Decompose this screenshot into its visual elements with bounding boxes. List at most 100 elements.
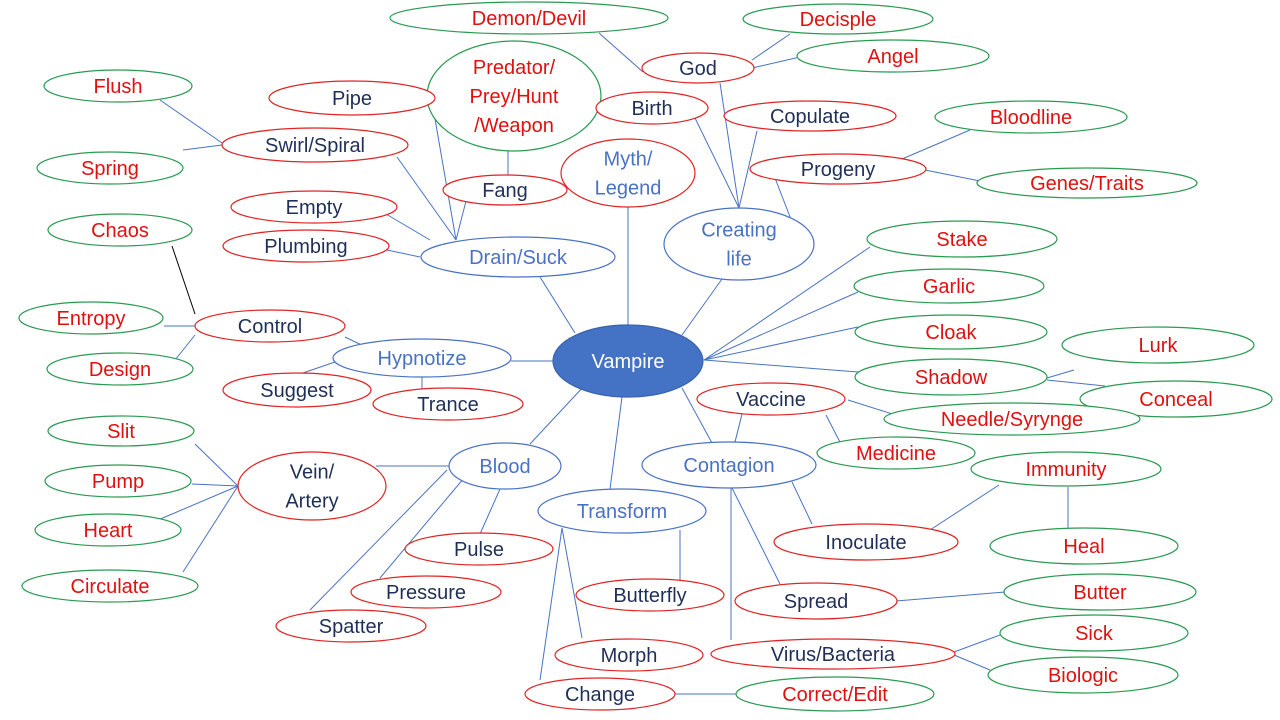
node-god[interactable]: God — [641, 52, 755, 84]
node-label: Butterfly — [613, 585, 686, 607]
node-ellipse — [749, 153, 927, 185]
node-ellipse — [989, 527, 1179, 565]
node-spatter[interactable]: Spatter — [275, 609, 427, 643]
node-bloodline[interactable]: Bloodline — [934, 100, 1128, 134]
node-label: Decisple — [800, 9, 877, 31]
node-heal[interactable]: Heal — [989, 527, 1179, 565]
node-vampire[interactable]: Vampire — [552, 324, 704, 398]
node-label: Creating — [701, 220, 777, 242]
node-label: Slit — [107, 421, 135, 443]
node-swirl[interactable]: Swirl/Spiral — [221, 127, 409, 163]
node-immunity[interactable]: Immunity — [970, 451, 1162, 487]
node-label: Vein/ — [290, 462, 335, 484]
node-pump[interactable]: Pump — [44, 464, 192, 498]
node-conceal[interactable]: Conceal — [1079, 380, 1273, 418]
node-label: Bloodline — [990, 107, 1072, 129]
node-ellipse — [230, 190, 398, 224]
node-entropy[interactable]: Entropy — [18, 301, 164, 335]
connector-line — [609, 396, 623, 490]
node-pulse[interactable]: Pulse — [404, 532, 554, 566]
node-ellipse — [773, 523, 959, 561]
connector-line — [182, 485, 239, 573]
node-stake[interactable]: Stake — [866, 220, 1058, 258]
node-ellipse — [735, 676, 935, 712]
node-drain[interactable]: Drain/Suck — [420, 236, 616, 278]
node-correct[interactable]: Correct/Edit — [735, 676, 935, 712]
node-morph[interactable]: Morph — [554, 638, 704, 672]
connector-line — [379, 477, 465, 579]
node-ellipse — [866, 220, 1058, 258]
node-flush[interactable]: Flush — [43, 69, 193, 103]
connector-line — [703, 359, 859, 373]
node-transform[interactable]: Transform — [537, 488, 707, 534]
node-demon[interactable]: Demon/Devil — [389, 1, 669, 35]
node-ellipse — [723, 100, 897, 132]
node-ellipse — [696, 382, 846, 416]
node-vaccine[interactable]: Vaccine — [696, 382, 846, 416]
node-butter[interactable]: Butter — [1003, 573, 1197, 611]
node-vein[interactable]: Vein/Artery — [237, 451, 387, 521]
node-inoculate[interactable]: Inoculate — [773, 523, 959, 561]
node-empty[interactable]: Empty — [230, 190, 398, 224]
node-angel[interactable]: Angel — [796, 39, 990, 73]
node-label: Butter — [1073, 582, 1127, 604]
node-plumbing[interactable]: Plumbing — [222, 229, 390, 263]
node-heart[interactable]: Heart — [34, 513, 182, 547]
node-decisple[interactable]: Decisple — [742, 3, 934, 35]
node-label: Legend — [595, 178, 662, 200]
node-shadow[interactable]: Shadow — [854, 358, 1048, 396]
node-spread[interactable]: Spread — [734, 582, 898, 620]
connector-line — [396, 156, 457, 241]
node-change[interactable]: Change — [524, 677, 676, 711]
node-circulate[interactable]: Circulate — [21, 569, 199, 603]
node-ellipse — [46, 352, 194, 386]
node-myth[interactable]: Myth/Legend — [560, 138, 696, 208]
node-needle[interactable]: Needle/Syrynge — [883, 402, 1141, 436]
node-genes[interactable]: Genes/Traits — [976, 167, 1198, 199]
node-ellipse — [47, 415, 195, 447]
node-spring[interactable]: Spring — [36, 151, 184, 185]
node-label: Pipe — [332, 88, 372, 110]
node-suggest[interactable]: Suggest — [222, 372, 372, 408]
node-fang[interactable]: Fang — [442, 174, 568, 206]
node-butterfly[interactable]: Butterfly — [575, 578, 725, 612]
node-chaos[interactable]: Chaos — [47, 213, 193, 247]
connector-line — [731, 487, 781, 585]
node-design[interactable]: Design — [46, 352, 194, 386]
node-label: Swirl/Spiral — [265, 135, 365, 157]
node-pressure[interactable]: Pressure — [350, 575, 502, 609]
node-blood[interactable]: Blood — [448, 442, 562, 490]
node-lurk[interactable]: Lurk — [1061, 326, 1255, 364]
node-label: Shadow — [915, 367, 988, 389]
node-ellipse — [595, 91, 709, 125]
node-label: Plumbing — [264, 236, 347, 258]
node-biologic[interactable]: Biologic — [987, 656, 1179, 694]
node-slit[interactable]: Slit — [47, 415, 195, 447]
node-pipe[interactable]: Pipe — [268, 80, 436, 116]
node-virus[interactable]: Virus/Bacteria — [710, 638, 956, 670]
connector-line — [386, 249, 421, 258]
node-birth[interactable]: Birth — [595, 91, 709, 125]
node-predator[interactable]: Predator/Prey/Hunt/Weapon — [426, 40, 602, 152]
node-label: Medicine — [856, 443, 936, 465]
node-control[interactable]: Control — [194, 309, 346, 343]
node-cloak[interactable]: Cloak — [854, 314, 1048, 350]
node-progeny[interactable]: Progeny — [749, 153, 927, 185]
connector-line — [191, 483, 239, 487]
node-sick[interactable]: Sick — [999, 614, 1189, 652]
node-garlic[interactable]: Garlic — [853, 268, 1045, 304]
node-hypnotize[interactable]: Hypnotize — [332, 338, 512, 378]
connector-line — [159, 99, 226, 146]
node-copulate[interactable]: Copulate — [723, 100, 897, 132]
node-label: Chaos — [91, 220, 149, 242]
node-trance[interactable]: Trance — [372, 387, 524, 421]
node-label: Spatter — [319, 616, 384, 638]
node-ellipse — [1061, 326, 1255, 364]
node-ellipse — [36, 151, 184, 185]
node-medicine[interactable]: Medicine — [816, 436, 976, 470]
node-label: Artery — [285, 491, 338, 513]
node-contagion[interactable]: Contagion — [641, 441, 817, 489]
node-label: God — [679, 58, 717, 80]
